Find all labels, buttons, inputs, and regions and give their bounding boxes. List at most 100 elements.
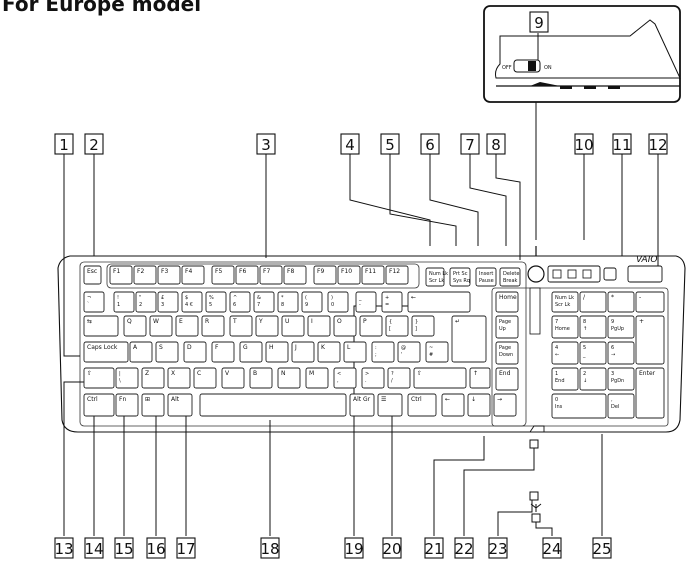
row3-key-9-cap[interactable] <box>371 341 395 363</box>
row1-key-12[interactable]: += <box>381 291 403 313</box>
row2-key-9[interactable]: P <box>359 315 383 337</box>
row1-key-10[interactable]: )0 <box>327 291 349 313</box>
row1-key-1[interactable]: !1 <box>113 291 135 313</box>
f5-key-cap[interactable] <box>211 265 235 285</box>
row2-key-3-cap[interactable] <box>201 315 225 337</box>
row2-key-4-cap[interactable] <box>229 315 253 337</box>
alt-key[interactable]: Alt <box>167 393 193 417</box>
rshift-key-cap[interactable] <box>413 367 467 389</box>
row3-key-7-cap[interactable] <box>317 341 341 363</box>
end-key-cap[interactable] <box>495 367 519 391</box>
numpad-r3-key-1[interactable]: 2↓ <box>579 367 607 391</box>
row4-key-10-cap[interactable] <box>387 367 411 389</box>
altgr-key[interactable]: Alt Gr <box>349 393 375 417</box>
row1-key-5-cap[interactable] <box>205 291 227 313</box>
row1-key-11-cap[interactable] <box>355 291 377 313</box>
row4-key-7-cap[interactable] <box>305 367 329 389</box>
row2-key-1[interactable]: W <box>149 315 173 337</box>
tab-key-cap[interactable] <box>83 315 119 337</box>
numpad-plus-key[interactable]: + <box>635 315 665 365</box>
fn-key-cap[interactable] <box>115 393 139 417</box>
lctrl-key[interactable]: Ctrl <box>83 393 115 417</box>
windows-key-cap[interactable] <box>141 393 165 417</box>
pageup-key-cap[interactable] <box>495 315 519 339</box>
row2-key-6-cap[interactable] <box>281 315 305 337</box>
lshift-key-cap[interactable] <box>83 367 115 389</box>
numpad-enter-key-cap[interactable] <box>635 367 665 419</box>
row4-key-3-cap[interactable] <box>193 367 217 389</box>
enter-key[interactable]: ↵ <box>451 315 487 363</box>
row1-key-7-cap[interactable] <box>253 291 275 313</box>
numpad-star-key-cap[interactable] <box>607 291 635 313</box>
numpad-zero-key-cap[interactable] <box>551 393 607 419</box>
capslock-key[interactable]: Caps Lock <box>83 341 129 363</box>
row4-key-6[interactable]: N <box>277 367 301 389</box>
numpad-minus-key[interactable]: - <box>635 291 665 313</box>
row2-key-8[interactable]: O <box>333 315 357 337</box>
row4-key-8[interactable]: <, <box>333 367 357 389</box>
row1-key-6-cap[interactable] <box>229 291 251 313</box>
f8-key-cap[interactable] <box>283 265 307 285</box>
row1-key-11[interactable]: _- <box>355 291 377 313</box>
space-key-cap[interactable] <box>199 393 347 417</box>
row2-key-1-cap[interactable] <box>149 315 173 337</box>
right-key-cap[interactable] <box>493 393 517 417</box>
delete-key-cap[interactable] <box>499 267 521 287</box>
row4-key-4[interactable]: V <box>221 367 245 389</box>
f6-key[interactable]: F6 <box>235 265 259 285</box>
lctrl-key-cap[interactable] <box>83 393 115 417</box>
row3-key-0-cap[interactable] <box>129 341 153 363</box>
row1-key-3[interactable]: £3 <box>157 291 179 313</box>
numpad-r1-key-0-cap[interactable] <box>551 315 579 339</box>
pagedown-key-cap[interactable] <box>495 341 519 365</box>
numpad-r1-key-1[interactable]: 8↑ <box>579 315 607 339</box>
numpad-plus-key-cap[interactable] <box>635 315 665 365</box>
row1-key-12-cap[interactable] <box>381 291 403 313</box>
row1-key-4-cap[interactable] <box>181 291 203 313</box>
f8-key[interactable]: F8 <box>283 265 307 285</box>
rctrl-key-cap[interactable] <box>407 393 437 417</box>
row2-key-11-cap[interactable] <box>411 315 435 337</box>
numpad-star-key[interactable]: * <box>607 291 635 313</box>
row2-key-4[interactable]: T <box>229 315 253 337</box>
row3-key-8-cap[interactable] <box>343 341 367 363</box>
numpad-r3-key-2-cap[interactable] <box>607 367 635 391</box>
row4-key-10[interactable]: ?/ <box>387 367 411 389</box>
row3-key-6[interactable]: J <box>291 341 315 363</box>
esc-key[interactable]: Esc <box>83 265 102 285</box>
numpad-slash-key-cap[interactable] <box>579 291 607 313</box>
row4-key-2[interactable]: X <box>167 367 191 389</box>
row1-key-3-cap[interactable] <box>157 291 179 313</box>
row4-key-5[interactable]: B <box>249 367 273 389</box>
f10-key[interactable]: F10 <box>337 265 361 285</box>
f6-key-cap[interactable] <box>235 265 259 285</box>
row3-key-4[interactable]: G <box>239 341 263 363</box>
row4-key-8-cap[interactable] <box>333 367 357 389</box>
f4-key[interactable]: F4 <box>181 265 205 285</box>
left-key-cap[interactable] <box>441 393 465 417</box>
row1-key-0-cap[interactable] <box>83 291 105 313</box>
row4-key-6-cap[interactable] <box>277 367 301 389</box>
numpad-r1-key-2-cap[interactable] <box>607 315 635 339</box>
row2-key-9-cap[interactable] <box>359 315 383 337</box>
row1-key-7[interactable]: &7 <box>253 291 275 313</box>
f1-key[interactable]: F1 <box>109 265 133 285</box>
f3-key-cap[interactable] <box>157 265 181 285</box>
f5-key[interactable]: F5 <box>211 265 235 285</box>
row1-key-2[interactable]: "2 <box>135 291 157 313</box>
row3-key-10-cap[interactable] <box>397 341 421 363</box>
f9-key[interactable]: F9 <box>313 265 337 285</box>
row4-key-7[interactable]: M <box>305 367 329 389</box>
row3-key-9[interactable]: :; <box>371 341 395 363</box>
row4-key-3[interactable]: C <box>193 367 217 389</box>
row2-key-10-cap[interactable] <box>385 315 409 337</box>
row2-key-8-cap[interactable] <box>333 315 357 337</box>
row4-key-0[interactable]: |\ <box>115 367 139 389</box>
